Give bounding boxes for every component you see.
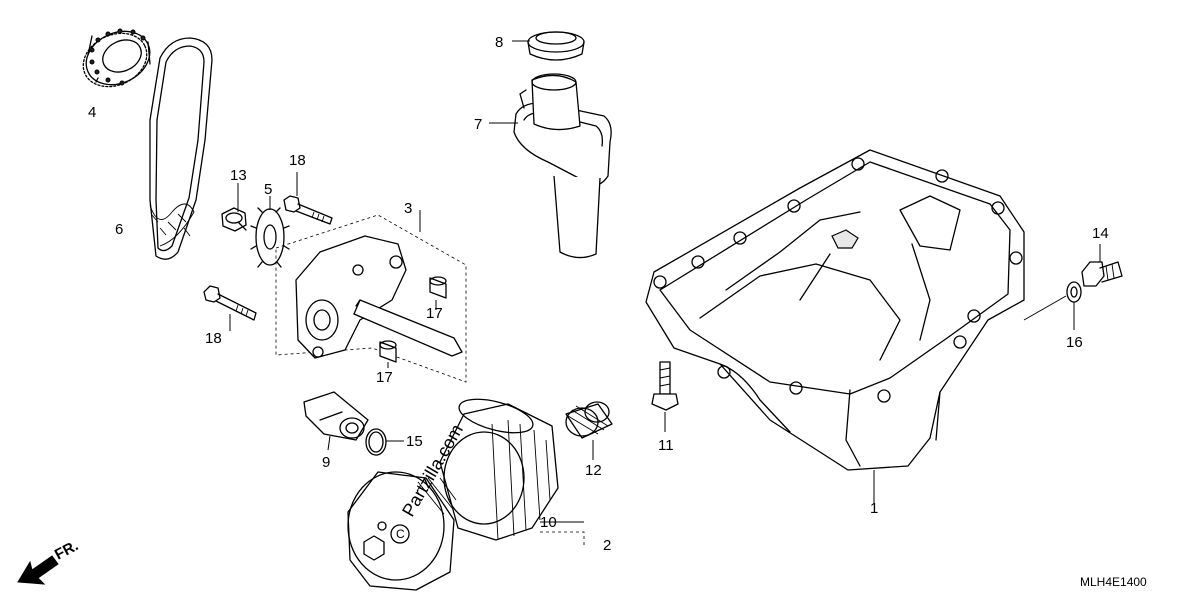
part-16-washer[interactable] [1066,281,1082,303]
callout-15: 15 [406,433,423,450]
callout-7: 7 [474,116,482,133]
diagram-code: MLH4E1400 [1080,575,1147,589]
callout-3: 3 [404,200,412,217]
part-18-bolt-upper[interactable] [283,195,333,225]
part-11-pan-bolt[interactable] [651,361,679,411]
callout-4: 4 [88,104,96,121]
callout-14: 14 [1092,225,1109,242]
part-18-bolt-lower[interactable] [203,285,257,321]
part-1-oil-pan[interactable] [645,149,1025,471]
callout-9: 9 [322,454,330,471]
callout-18-upper: 18 [289,152,306,169]
front-direction-indicator: FR. [17,537,81,585]
part-7-strainer[interactable] [513,73,612,259]
part-12-filter-bolt[interactable] [565,401,613,439]
callout-10: 10 [540,514,557,531]
callout-18-lower: 18 [205,330,222,347]
part-8-filler-cap[interactable] [527,31,585,61]
part-14-drain-bolt[interactable] [1081,261,1123,287]
callout-6: 6 [115,221,123,238]
part-10-oil-filter[interactable] [439,393,559,541]
front-arrow-icon [17,555,59,585]
callout-2: 2 [603,537,611,554]
part-5-pump-sprocket[interactable] [250,207,290,268]
callout-1: 1 [870,500,878,517]
callout-5: 5 [264,181,272,198]
part-17-dowel-lower[interactable] [379,340,397,363]
copyright-circle [390,524,410,544]
copyright-mark: C [396,527,405,541]
part-9-joint[interactable] [303,391,369,441]
callout-8: 8 [495,34,503,51]
part-2-oil-filter[interactable] [347,471,457,591]
part-6-chain[interactable] [149,37,213,260]
callout-13: 13 [230,167,247,184]
callout-17-lower: 17 [376,369,393,386]
callout-17-upper: 17 [426,305,443,322]
part-13-bolt[interactable] [221,207,247,232]
part-4-sprocket-bearing[interactable] [75,21,159,96]
part-3-oil-pump[interactable] [275,214,467,383]
front-label: FR. [52,537,81,563]
callout-12: 12 [585,462,602,479]
callout-16: 16 [1066,334,1083,351]
part-17-dowel-upper[interactable] [429,276,447,299]
leader-lines [229,40,1101,546]
part-15-o-ring[interactable] [365,428,387,456]
callout-11: 11 [658,437,674,454]
